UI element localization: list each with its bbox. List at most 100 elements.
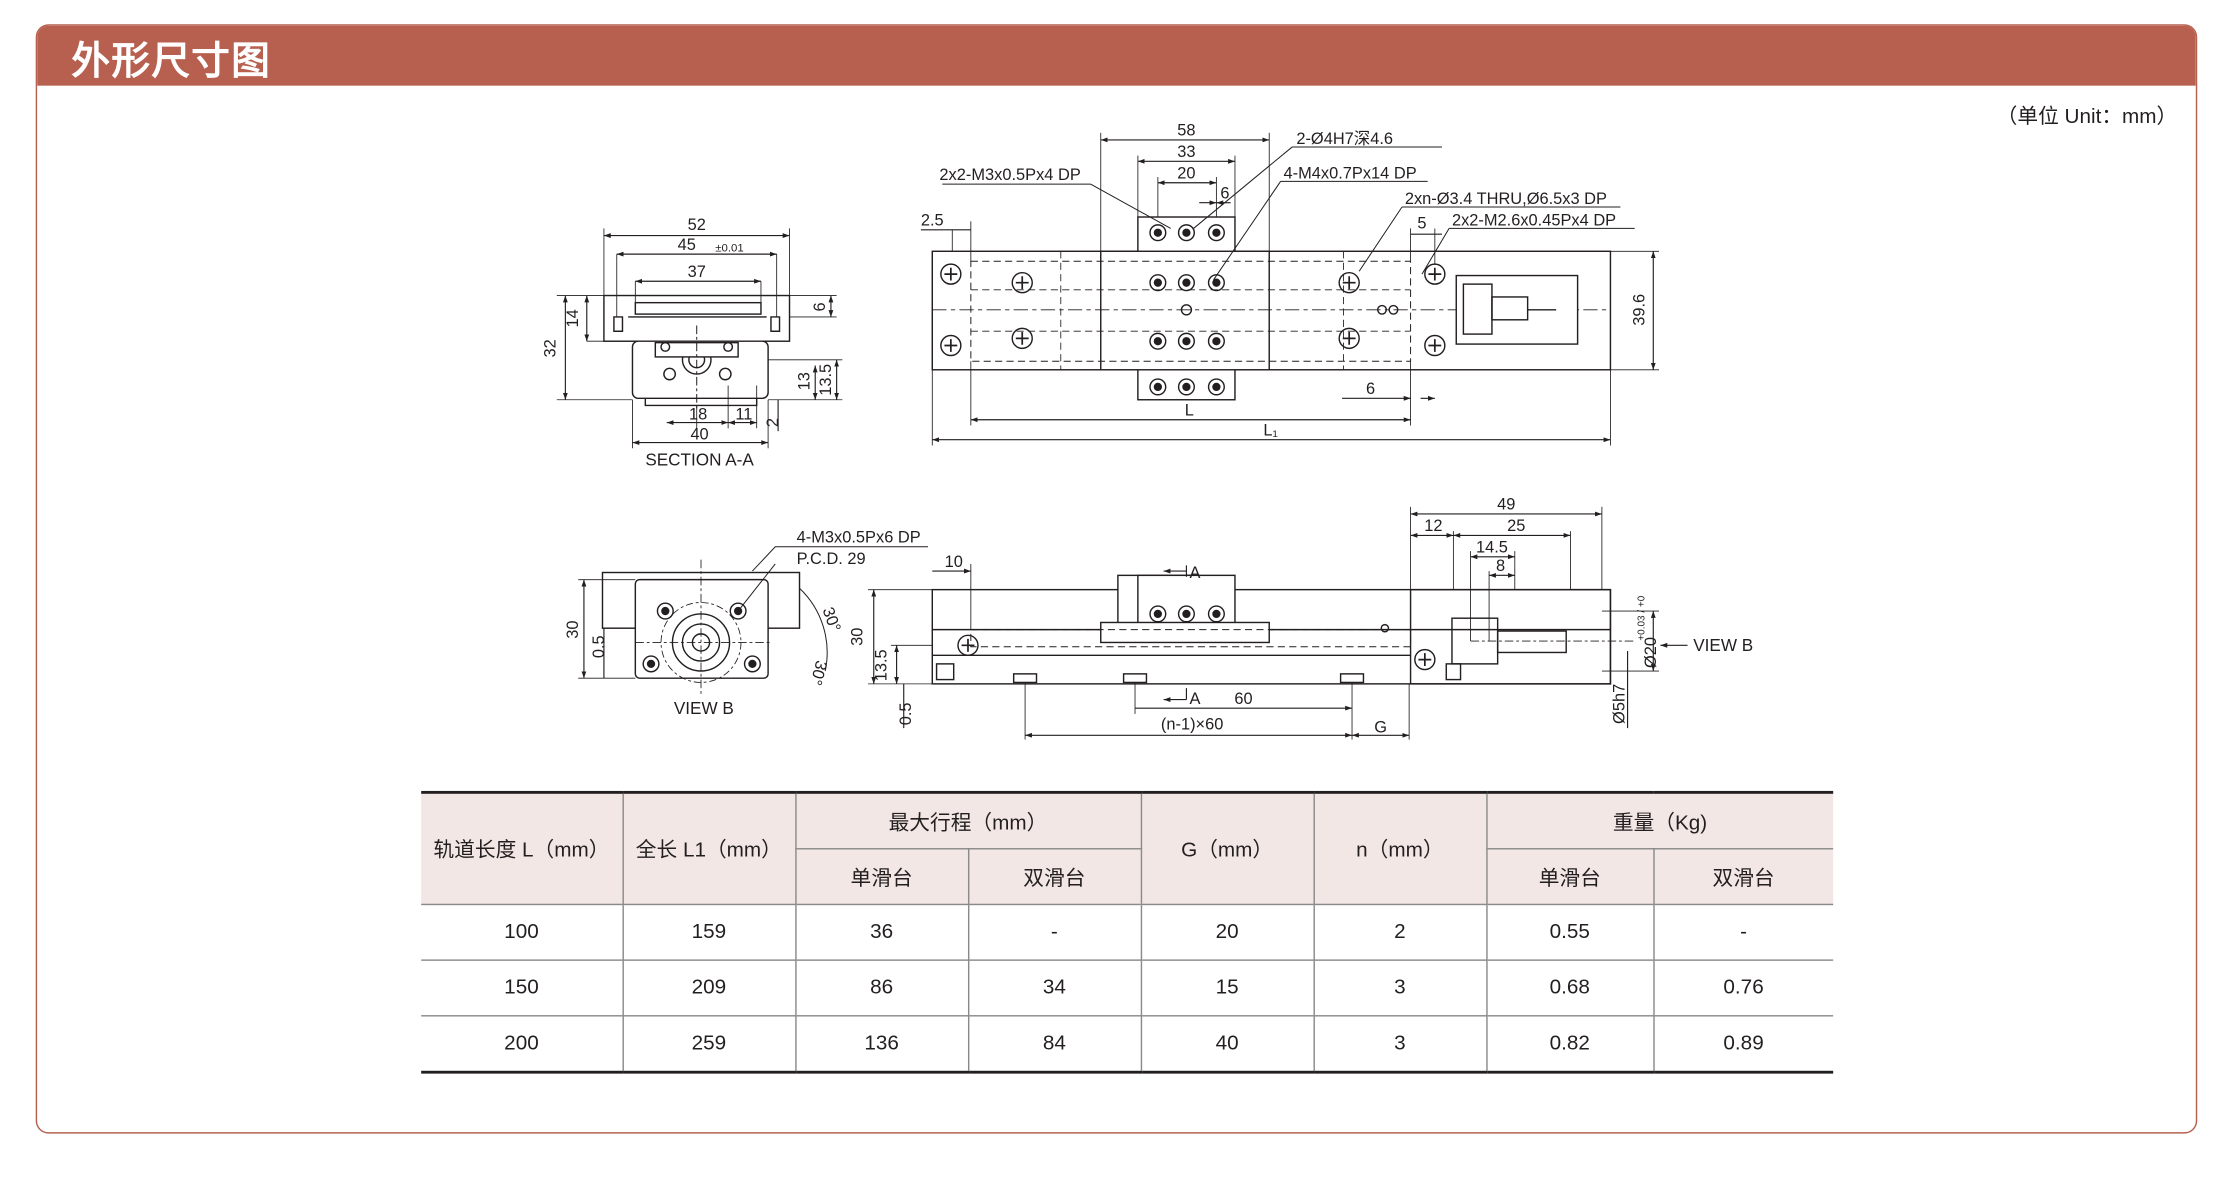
spec-table: 轨道长度 L（mm） 全长 L1（mm） 最大行程（mm） G（mm） n（mm… xyxy=(421,790,1834,1074)
section-aa-labels: 52 45 ±0.01 37 14 32 6 13 13.5 18 11 40 … xyxy=(541,216,835,470)
section-aa-view xyxy=(556,228,843,449)
dim-dia20-tol: +0.03 / +0 xyxy=(1637,595,1648,640)
col-g: G（mm） xyxy=(1140,790,1315,906)
section-mark-a-top: A xyxy=(1190,564,1201,582)
dim-52: 52 xyxy=(688,216,706,234)
dim-2-5: 2.5 xyxy=(921,212,944,230)
cell-total-length: 259 xyxy=(622,1015,796,1074)
cell-total-length: 209 xyxy=(622,960,796,1017)
dim-39-6: 39.6 xyxy=(1631,294,1649,326)
col-max-stroke: 最大行程（mm） xyxy=(795,790,1142,850)
dim-11: 11 xyxy=(735,406,752,424)
dim-dia20: Ø20 xyxy=(1642,637,1660,668)
col-weight-double: 双滑台 xyxy=(1653,848,1834,906)
section-mark-a-bottom: A xyxy=(1190,690,1201,708)
col-stroke-double: 双滑台 xyxy=(967,848,1142,906)
dim-2: 2 xyxy=(764,418,782,427)
callout-thru-holes: 2xn-Ø3.4 THRU,Ø6.5x3 DP xyxy=(1405,190,1607,208)
dim-5: 5 xyxy=(1417,214,1426,232)
dim-pitch: (n-1)×60 xyxy=(1161,716,1223,734)
dim-6-bottom: 6 xyxy=(1366,380,1375,398)
dim-10: 10 xyxy=(945,553,963,571)
dim-12: 12 xyxy=(1424,517,1442,535)
cell-g: 40 xyxy=(1140,1015,1315,1074)
col-total-length: 全长 L1（mm） xyxy=(622,790,796,906)
top-view xyxy=(920,132,1659,446)
dim-40: 40 xyxy=(690,426,708,444)
table-row: 150 209 86 34 15 3 0.68 0.76 xyxy=(421,960,1834,1017)
cell-n: 2 xyxy=(1313,904,1487,961)
view-b-caption: VIEW B xyxy=(674,698,734,718)
callout-m3-pcd: 4-M3x0.5Px6 DP xyxy=(797,529,921,547)
callout-m3-holes: 2x2-M3x0.5Px4 DP xyxy=(939,166,1080,184)
table-row: 200 259 136 84 40 3 0.82 0.89 xyxy=(421,1015,1834,1074)
table-row: 100 159 36 - 20 2 0.55 - xyxy=(421,904,1834,961)
dim-45-tol: ±0.01 xyxy=(715,242,743,254)
dim-30-side: 30 xyxy=(848,628,866,646)
cell-stroke-single: 36 xyxy=(795,904,969,961)
dim-18: 18 xyxy=(689,406,707,424)
dim-60: 60 xyxy=(1234,690,1252,708)
dim-13-5-side: 13.5 xyxy=(873,649,891,681)
dim-13-5: 13.5 xyxy=(817,364,835,396)
cell-total-length: 159 xyxy=(622,904,796,961)
cell-weight-single: 0.68 xyxy=(1486,960,1654,1017)
callout-pin-holes: 2-Ø4H7深4.6 xyxy=(1296,130,1393,148)
callout-m4-holes: 4-M4x0.7Px14 DP xyxy=(1284,164,1417,182)
col-n: n（mm） xyxy=(1313,790,1487,906)
header-bar: 外形尺寸图 xyxy=(37,25,2196,86)
dim-20: 20 xyxy=(1177,164,1195,182)
cell-stroke-double: 34 xyxy=(967,960,1142,1017)
dim-L1: L₁ xyxy=(1263,421,1278,439)
dim-45: 45 xyxy=(678,236,696,254)
col-weight-single: 单滑台 xyxy=(1485,848,1654,906)
dim-14: 14 xyxy=(564,309,582,327)
section-aa-caption: SECTION A-A xyxy=(645,449,754,469)
dimension-drawing: 52 45 ±0.01 37 14 32 6 13 13.5 18 11 40 … xyxy=(541,122,1753,740)
callout-pcd29: P.C.D. 29 xyxy=(797,550,866,568)
dim-33: 33 xyxy=(1177,143,1195,161)
cell-rail-length: 200 xyxy=(421,1015,624,1074)
dim-30-vb: 30 xyxy=(564,620,582,638)
dim-25: 25 xyxy=(1507,517,1525,535)
top-view-labels: 58 33 20 6 2.5 5 6 39.6 L L₁ 2x2-M3x0.5P… xyxy=(921,122,1649,440)
cell-stroke-single: 86 xyxy=(795,960,969,1017)
dim-6-top: 6 xyxy=(1220,184,1229,202)
cell-n: 3 xyxy=(1313,1015,1487,1074)
angle-30-bottom: 30° xyxy=(806,659,830,688)
dim-49: 49 xyxy=(1497,496,1515,514)
dim-8: 8 xyxy=(1496,557,1505,575)
view-b xyxy=(578,546,929,696)
cell-rail-length: 100 xyxy=(421,904,624,961)
cell-stroke-single: 136 xyxy=(795,1015,969,1074)
angle-30-top: 30° xyxy=(819,605,844,634)
dim-G: G xyxy=(1374,718,1387,736)
view-b-labels: 30 0.5 30° 30° 4-M3x0.5Px6 DP P.C.D. 29 … xyxy=(564,529,921,718)
page-title: 外形尺寸图 xyxy=(71,39,272,85)
cell-weight-double: 0.89 xyxy=(1653,1015,1834,1074)
cell-weight-single: 0.82 xyxy=(1486,1015,1654,1074)
col-weight: 重量（Kg) xyxy=(1486,790,1834,850)
dim-13: 13 xyxy=(796,372,814,390)
dim-14-5: 14.5 xyxy=(1476,539,1508,557)
view-b-arrow-label: VIEW B xyxy=(1693,635,1753,655)
side-view-labels: 10 30 13.5 0.5 49 12 25 14.5 8 A A 60 (n… xyxy=(848,496,1753,737)
dim-32: 32 xyxy=(541,339,559,357)
cell-weight-double: 0.76 xyxy=(1653,960,1834,1017)
side-view xyxy=(868,506,1688,740)
cell-stroke-double: - xyxy=(967,904,1142,961)
cell-g: 15 xyxy=(1140,960,1315,1017)
dim-37: 37 xyxy=(688,263,706,281)
cell-stroke-double: 84 xyxy=(967,1015,1142,1074)
dim-6: 6 xyxy=(811,302,829,311)
dim-dia5h7: Ø5h7 xyxy=(1611,684,1629,724)
unit-note: （单位 Unit：mm） xyxy=(1996,105,2178,129)
col-rail-length: 轨道长度 L（mm） xyxy=(421,790,624,906)
dim-0-5-vb: 0.5 xyxy=(590,635,608,658)
cell-weight-double: - xyxy=(1653,904,1834,961)
cell-weight-single: 0.55 xyxy=(1486,904,1654,961)
cell-rail-length: 150 xyxy=(421,960,624,1017)
cell-g: 20 xyxy=(1140,904,1315,961)
dim-58: 58 xyxy=(1177,122,1195,140)
cell-n: 3 xyxy=(1313,960,1487,1017)
